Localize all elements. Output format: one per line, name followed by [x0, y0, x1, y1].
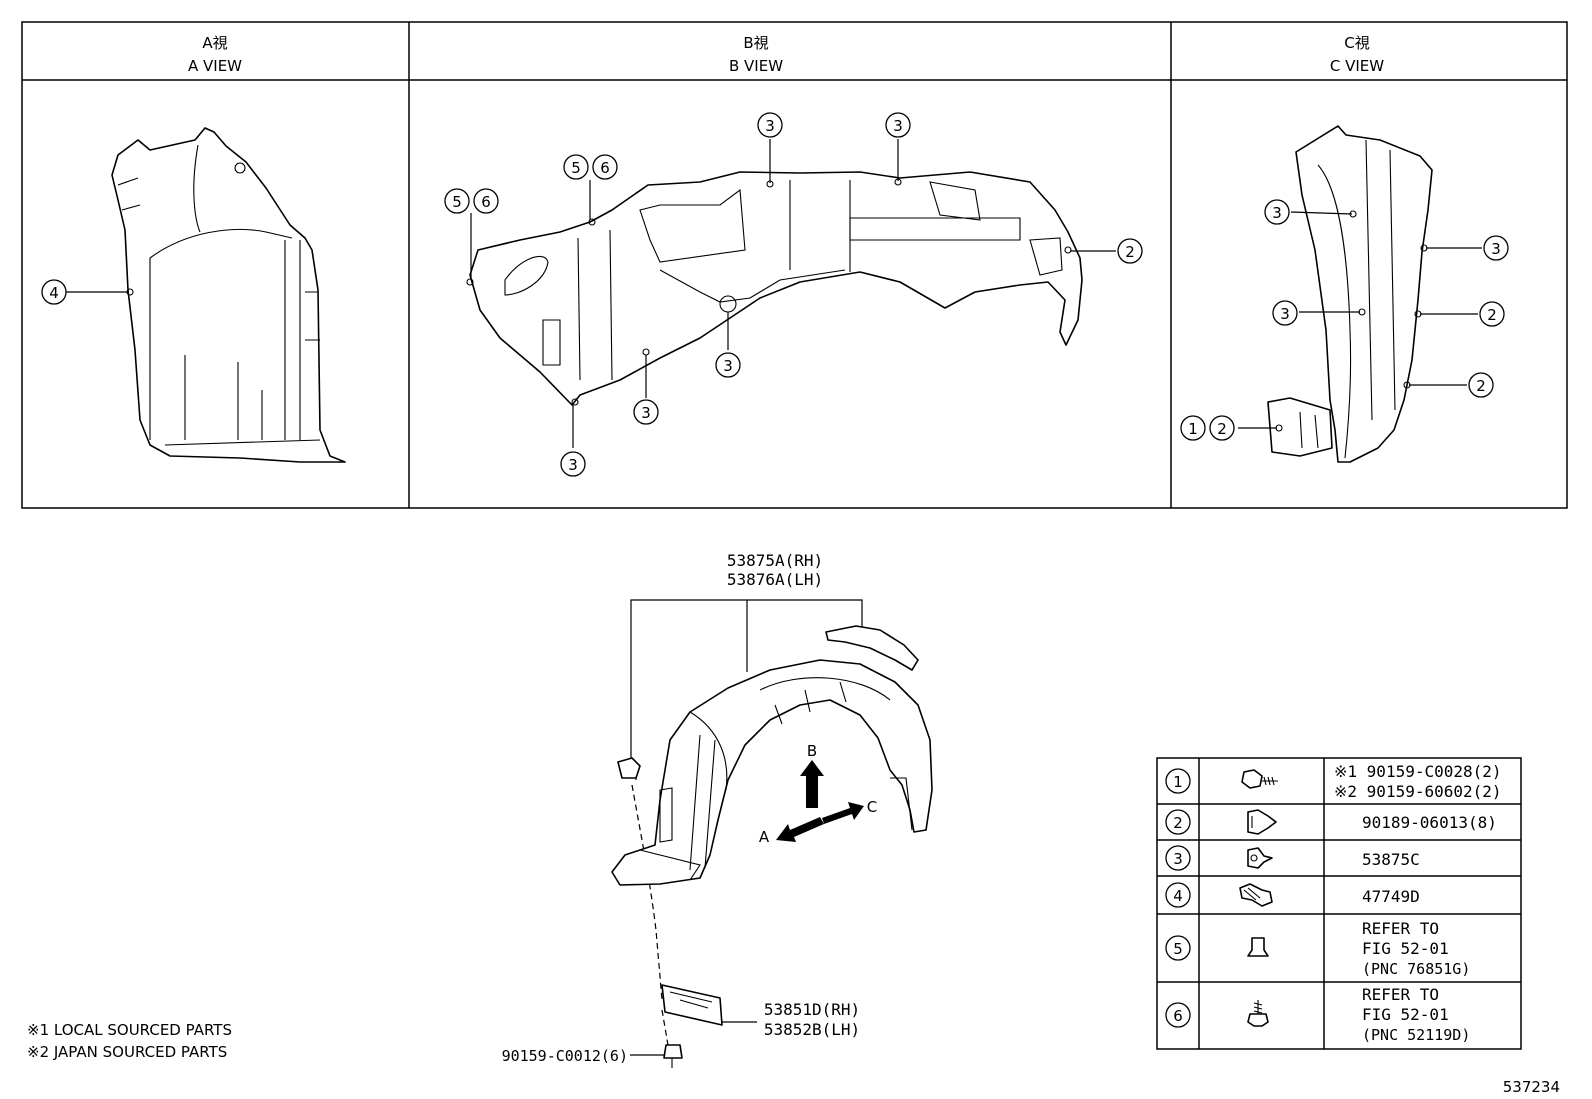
table-row-4-number: 4: [1173, 887, 1183, 905]
seal-lh-label: 53852B(LH): [764, 1020, 860, 1039]
screw-grommet-icon: [1239, 883, 1273, 907]
fender-liner-drawing: [611, 625, 933, 886]
callout-b-6a: 6: [481, 193, 491, 211]
table-row-6-line-1: REFER TO: [1362, 985, 1439, 1004]
bolt-icon: [1241, 769, 1278, 789]
callout-c-3b: 3: [1280, 305, 1290, 323]
a-view-title-en: A VIEW: [188, 57, 242, 75]
b-view-title-en: B VIEW: [729, 57, 783, 75]
c-view-liner-drawing: [1267, 125, 1433, 463]
clip-icon: [1247, 809, 1277, 835]
callout-c-1: 1: [1188, 420, 1198, 438]
callout-circles: [41, 112, 1509, 477]
table-row-6-line-2: FIG 52-01: [1362, 1005, 1449, 1024]
table-row-2-line-1: 90189-06013(8): [1362, 813, 1497, 832]
callout-leaders: [66, 139, 1482, 448]
arrow-label-b: B: [807, 742, 817, 760]
b-view-title-jp: B視: [743, 34, 768, 52]
callout-b-6b: 6: [600, 159, 610, 177]
seal-rh-label: 53851D(RH): [764, 1000, 860, 1019]
liner-lh-label: 53876A(LH): [727, 570, 823, 589]
main-leaders: [630, 599, 863, 1056]
table-row-5-line-2: FIG 52-01: [1362, 939, 1449, 958]
note-local-sourced: ※1 LOCAL SOURCED PARTS: [27, 1021, 232, 1039]
table-row-1-line-1: ※1 90159-C0028(2): [1334, 762, 1502, 781]
liner-rh-label: 53875A(RH): [727, 551, 823, 570]
table-row-5-number: 5: [1173, 940, 1183, 958]
callout-b-3c: 3: [723, 357, 733, 375]
push-clip-icon: [1247, 847, 1273, 869]
table-row-3-line-1: 53875C: [1362, 850, 1420, 869]
table-row-5-line-3: (PNC 76851G): [1362, 960, 1470, 978]
b-view-liner-drawing: [466, 171, 1083, 406]
figure-id: 537234: [1503, 1078, 1560, 1096]
mudguard-seal-drawing: [661, 984, 723, 1026]
callout-b-3a: 3: [765, 117, 775, 135]
table-row-5-line-1: REFER TO: [1362, 919, 1439, 938]
direction-arrows: [776, 760, 864, 842]
parts-table-grid: [1156, 757, 1522, 1050]
callout-a-4: 4: [49, 284, 59, 302]
arrow-label-c: C: [867, 798, 877, 816]
callout-b-5a: 5: [452, 193, 462, 211]
flange-bolt-icon: [1247, 1000, 1269, 1027]
table-row-1-number: 1: [1173, 773, 1183, 791]
table-row-6-number: 6: [1173, 1007, 1183, 1025]
note-japan-sourced: ※2 JAPAN SOURCED PARTS: [27, 1043, 227, 1061]
a-view-liner-drawing: [111, 127, 346, 463]
table-row-1-line-2: ※2 90159-60602(2): [1334, 782, 1502, 801]
callout-c-3a: 3: [1272, 204, 1282, 222]
screw-label: 90159-C0012(6): [502, 1047, 628, 1065]
arrow-label-a: A: [759, 828, 770, 846]
a-view-title-jp: A視: [202, 34, 227, 52]
table-row-4-line-1: 47749D: [1362, 887, 1420, 906]
retainer-icon: [1247, 937, 1269, 957]
callout-b-3e: 3: [568, 456, 578, 474]
callout-c-2c: 2: [1217, 420, 1227, 438]
c-view-title-en: C VIEW: [1330, 57, 1384, 75]
table-row-6-line-3: (PNC 52119D): [1362, 1026, 1470, 1044]
table-row-2-number: 2: [1173, 814, 1183, 832]
callout-c-2b: 2: [1476, 377, 1486, 395]
callout-b-3d: 3: [641, 404, 651, 422]
callout-c-2a: 2: [1487, 306, 1497, 324]
callout-b-5b: 5: [571, 159, 581, 177]
callout-b-3b: 3: [893, 117, 903, 135]
table-row-3-number: 3: [1173, 850, 1183, 868]
callout-c-3c: 3: [1491, 240, 1501, 258]
screw-drawing: [663, 1044, 683, 1068]
table-number-circles: [1165, 768, 1191, 1028]
view-frame: [21, 21, 1568, 509]
c-view-title-jp: C視: [1344, 34, 1369, 52]
callout-b-2: 2: [1125, 243, 1135, 261]
